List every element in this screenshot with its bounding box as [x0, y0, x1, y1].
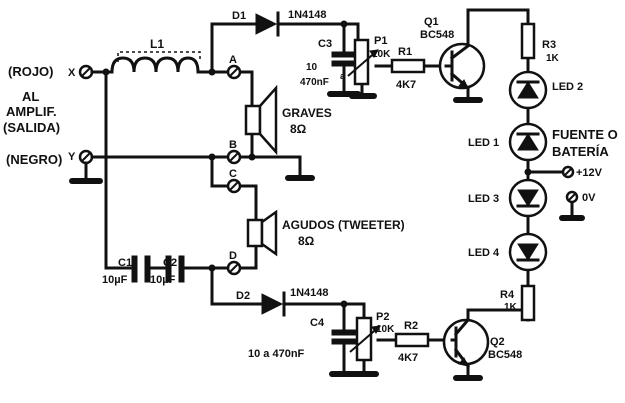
svg-text:LED 2: LED 2: [552, 81, 583, 93]
transistor-q2: Q2 BC548: [442, 317, 522, 369]
inductor-l1: L1: [110, 37, 201, 74]
capacitor-c2: C2 10µF: [150, 255, 185, 286]
svg-text:10: 10: [306, 62, 318, 73]
svg-text:BATERÍA: BATERÍA: [552, 144, 609, 159]
terminal-a: A: [226, 54, 242, 80]
svg-text:C2: C2: [163, 257, 177, 269]
tweeter-ohm: 8Ω: [298, 234, 315, 248]
resistor-r4: R4 1K: [500, 284, 536, 322]
speaker-tweeter: AGUDOS (TWEETER) 8Ω: [246, 209, 405, 257]
svg-text:BC548: BC548: [488, 349, 522, 361]
svg-text:C4: C4: [310, 317, 325, 329]
potentiometer-p2: P2 10K: [349, 311, 395, 362]
l1-label: L1: [150, 37, 164, 51]
label-y: Y: [68, 151, 76, 163]
resistor-r3: R3 1K: [520, 22, 560, 64]
svg-text:10K: 10K: [376, 324, 395, 335]
svg-text:1K: 1K: [504, 302, 518, 313]
svg-text:4K7: 4K7: [396, 79, 416, 91]
tweeter-label: AGUDOS (TWEETER): [282, 218, 405, 232]
led-4: LED 4: [468, 232, 548, 272]
svg-text:C: C: [229, 168, 237, 180]
svg-text:P2: P2: [376, 311, 389, 323]
resistor-r2: R2 4K7: [394, 320, 430, 364]
resistor-r1: R1 4K7: [390, 46, 426, 91]
svg-text:D: D: [229, 250, 237, 262]
svg-text:Q2: Q2: [490, 336, 505, 348]
label-negro: (NEGRO): [6, 152, 62, 167]
svg-text:P1: P1: [374, 35, 387, 47]
graves-label: GRAVES: [282, 106, 332, 120]
svg-text:D1: D1: [232, 10, 246, 22]
svg-text:A: A: [229, 54, 237, 66]
label-salida: (SALIDA): [3, 120, 60, 135]
svg-text:10 a 470nF: 10 a 470nF: [248, 348, 305, 360]
svg-text:+12V: +12V: [576, 167, 603, 179]
diode-d1: D1 1N4148: [232, 9, 327, 37]
wires: [90, 8, 585, 381]
svg-text:R4: R4: [500, 289, 515, 301]
diode-d2: D2 1N4148: [236, 287, 329, 317]
led-3: LED 3: [468, 178, 548, 218]
svg-text:10µF: 10µF: [102, 274, 128, 286]
terminal-c: C: [226, 168, 242, 194]
label-amplif: AMPLIF.: [6, 104, 57, 119]
svg-text:R2: R2: [404, 320, 418, 332]
svg-text:LED 4: LED 4: [468, 247, 500, 259]
svg-text:LED 3: LED 3: [468, 193, 499, 205]
svg-text:0V: 0V: [582, 192, 596, 204]
svg-text:1K: 1K: [546, 53, 560, 64]
supply-label: FUENTE O BATERÍA: [552, 127, 618, 159]
label-al: AL: [22, 89, 39, 104]
svg-text:1N4148: 1N4148: [288, 9, 327, 21]
svg-text:a: a: [340, 71, 346, 81]
svg-text:B: B: [229, 139, 237, 151]
svg-text:R3: R3: [542, 39, 556, 51]
graves-ohm: 8Ω: [290, 122, 307, 136]
svg-text:1N4148: 1N4148: [290, 287, 329, 299]
capacitor-c3: C3 10 470nF a: [300, 38, 357, 88]
svg-text:10µF: 10µF: [150, 274, 176, 286]
svg-text:10K: 10K: [372, 49, 391, 60]
capacitor-c4: C4 10 a 470nF: [248, 317, 357, 360]
terminal-plus12v: +12V: [561, 165, 603, 179]
capacitor-c1: C1 10µF: [102, 255, 151, 286]
svg-text:FUENTE O: FUENTE O: [552, 127, 618, 142]
terminal-0v: 0V: [565, 190, 596, 204]
svg-text:R1: R1: [398, 46, 412, 58]
svg-text:D2: D2: [236, 290, 250, 302]
svg-text:BC548: BC548: [420, 29, 454, 41]
label-x: X: [68, 67, 76, 79]
svg-text:LED 1: LED 1: [468, 137, 499, 149]
transistor-q1: Q1 BC548: [420, 16, 486, 91]
led-1: LED 1: [468, 122, 548, 162]
svg-text:C3: C3: [318, 38, 332, 50]
svg-text:470nF: 470nF: [300, 77, 329, 88]
speaker-graves: GRAVES 8Ω: [244, 84, 332, 156]
svg-text:C1: C1: [118, 257, 132, 269]
potentiometer-p1: P1 10K: [347, 35, 391, 86]
terminal-x: [78, 64, 94, 80]
label-rojo: (ROJO): [8, 64, 54, 79]
terminal-b: B: [226, 139, 242, 165]
svg-text:Q1: Q1: [424, 16, 439, 28]
led-2: LED 2: [508, 70, 583, 110]
svg-text:4K7: 4K7: [398, 352, 418, 364]
junction-dots: [102, 20, 532, 308]
terminal-d: D: [226, 250, 242, 276]
